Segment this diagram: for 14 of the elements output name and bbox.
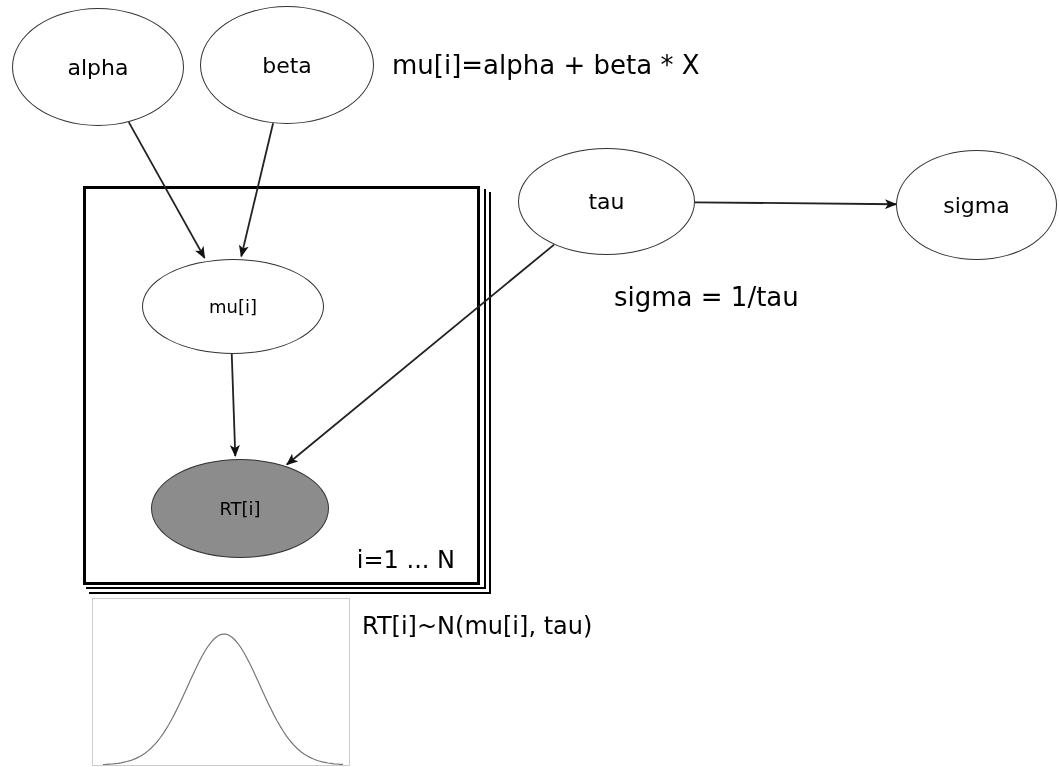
node-label: RT[i] <box>219 497 261 521</box>
node-label: i=1 ... N <box>356 546 455 574</box>
arrow <box>238 122 274 258</box>
arrow <box>285 243 555 466</box>
node-label: mu[i] <box>209 295 257 319</box>
node-label: alpha <box>67 53 129 82</box>
arrow <box>694 199 897 210</box>
formula-label: sigma = 1/tau <box>614 281 799 314</box>
node-label: beta <box>262 51 312 80</box>
arrow <box>127 121 206 259</box>
formula-label: RT[i]~N(mu[i], tau) <box>362 611 593 642</box>
node-label: sigma <box>943 191 1010 220</box>
formula-label: mu[i]=alpha + beta * X <box>392 49 700 82</box>
node-label: tau <box>588 188 625 216</box>
